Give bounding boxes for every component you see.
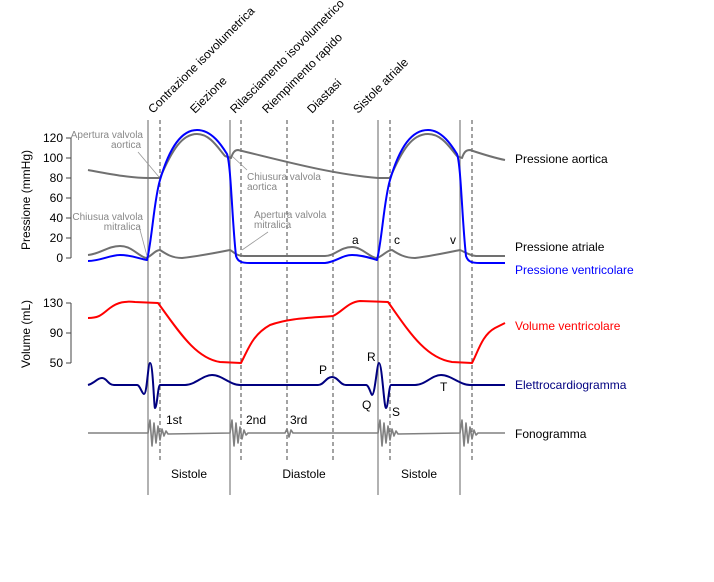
tick-label: 0	[56, 251, 63, 265]
ecg-q-label: Q	[362, 398, 371, 412]
volume-axis	[66, 302, 72, 364]
tick-label: 20	[50, 231, 64, 245]
phase-label: Eiezione	[187, 73, 230, 116]
legend-ecg: Elettrocardiogramma	[515, 378, 627, 392]
wave-c-label: c	[394, 233, 400, 247]
ecg-t-label: T	[440, 380, 448, 394]
tick-label: 60	[50, 191, 64, 205]
ecg-s-label: S	[392, 405, 400, 419]
annotation-aortic-close: aortica	[247, 182, 277, 193]
heart-sound-1-label: 1st	[166, 413, 183, 427]
ventricular-volume-curve	[87, 300, 506, 364]
phase-label: Diastasi	[304, 76, 344, 116]
legend-aortic-pressure: Pressione aortica	[515, 152, 608, 166]
tick-label: 50	[50, 356, 64, 370]
annotation-mitral-close: mitralica	[104, 222, 142, 233]
tick-label: 120	[43, 131, 63, 145]
period-diastole: Diastole	[282, 467, 326, 481]
period-systole: Sistole	[401, 467, 437, 481]
legend-ventricular-volume: Volume ventricolare	[515, 319, 621, 333]
annotation-mitral-open: Apertura valvola	[254, 210, 327, 221]
ecg-p-label: P	[319, 363, 327, 377]
tick-label: 40	[50, 211, 64, 225]
period-systole: Sistole	[171, 467, 207, 481]
pressure-axis-label: Pressione (mmHg)	[19, 150, 33, 250]
atrial-pressure-curve	[87, 245, 505, 259]
phase-dashed-lines	[159, 120, 473, 460]
phase-label: Sistole atriale	[350, 55, 411, 116]
tick-label: 80	[50, 171, 64, 185]
aortic-pressure-curve	[87, 133, 506, 179]
annotation-aortic-open: aortica	[111, 140, 141, 151]
pressure-axis	[66, 137, 72, 259]
tick-label: 90	[50, 326, 64, 340]
annotation-aortic-close: Chiusura valvola	[247, 172, 321, 183]
ecg-curve	[87, 362, 505, 409]
heart-sound-2-label: 2nd	[246, 413, 266, 427]
annotation-mitral-open: mitralica	[254, 220, 292, 231]
legend-ventricular-pressure: Pressione ventricolare	[515, 263, 634, 277]
ecg-r-label: R	[367, 350, 376, 364]
tick-label: 130	[43, 296, 63, 310]
annotation-leaders	[137, 151, 269, 257]
annotation-mitral-close: Chiusua valvola	[72, 212, 143, 223]
legend-phonogram: Fonogramma	[515, 427, 587, 441]
phonogram-curve	[88, 419, 505, 447]
heart-sound-3-label: 3rd	[290, 413, 307, 427]
ventricular-pressure-curve	[87, 129, 505, 264]
legend-atrial-pressure: Pressione atriale	[515, 240, 605, 254]
volume-axis-label: Volume (mL)	[19, 300, 33, 368]
annotation-aortic-open: Apertura valvola	[71, 130, 144, 141]
wave-a-label: a	[352, 233, 359, 247]
wave-v-label: v	[450, 233, 456, 247]
tick-label: 100	[43, 151, 63, 165]
